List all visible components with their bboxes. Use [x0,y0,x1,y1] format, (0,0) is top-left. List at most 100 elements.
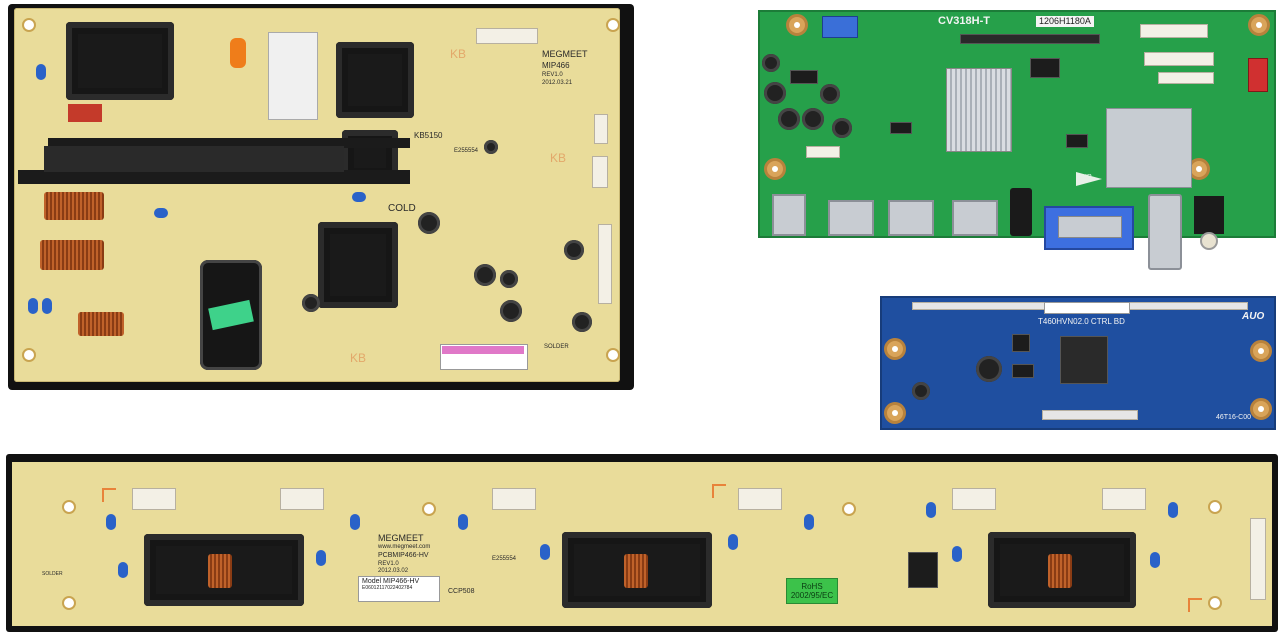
tcon-chip-2 [1012,364,1034,378]
main-hole-3 [764,158,786,180]
capacitor-6 [572,312,592,332]
power-cert-text: E255554 [454,148,479,154]
header-4 [806,146,840,158]
power-supply-board: MEGMEET MIP466 REV1.0 2012.03.21 KB5150 … [8,4,634,390]
inverter-connector-4 [738,488,782,510]
power-kb-code-text: KB5150 [414,131,443,140]
main-cap-1 [764,82,786,104]
power-cold-text: COLD [388,203,416,214]
main-hole-1 [786,14,808,36]
capacitor-2 [474,264,496,286]
inverter-blue-cap-7 [728,534,738,550]
mount-hole-4 [606,348,620,362]
kb-mark-2: KB [550,151,567,165]
main-serial-label: 1206H1180A [1036,16,1094,27]
inverter-ccp-text: CCP508 [448,588,475,595]
capacitor-3 [500,270,518,288]
tuner-shield [1106,108,1192,188]
inverter-blue-cap-6 [540,544,550,560]
transformer-4 [318,222,398,308]
dip-arrow-icon [1076,172,1102,186]
inverter-connector-5 [952,488,996,510]
inverter-blue-cap-11 [1150,552,1160,568]
connector-top [476,28,538,44]
mount-hole-2 [22,348,36,362]
inverter-hole-2 [62,596,76,610]
header-2 [1144,52,1214,66]
inverter-blue-cap-8 [804,514,814,530]
inverter-blue-cap-9 [926,502,936,518]
red-connector [1248,58,1268,92]
main-hole-2 [1248,14,1270,36]
inverter-blue-cap-2 [118,562,128,578]
inverter-hole-6 [1208,596,1222,610]
inverter-input-connector [1250,518,1266,600]
header-1 [1140,24,1208,38]
transformer-2 [336,42,414,118]
inverter-coil-2 [624,554,648,588]
power-brand-text: MEGMEET [542,49,588,59]
capacitor-8 [484,140,498,154]
tcon-hole-4 [1250,398,1272,420]
blue-capacitor-1 [36,64,46,80]
barcode-sticker-band [442,346,524,354]
capacitor-1 [418,212,440,234]
connector-right-3 [598,224,612,304]
main-model-text: CV318H-T [938,15,990,27]
tcon-hole-2 [884,402,906,424]
blue-capacitor-2 [28,298,38,314]
main-cap-3 [802,108,824,130]
inverter-hole-5 [1208,500,1222,514]
heatsink-bar-1 [48,138,410,148]
power-solder-text: SOLDER [544,344,569,350]
inverter-model-text: PCBMIP466-HV [378,552,429,559]
power-model-text: MIP466 [542,61,570,70]
inverter-sticker-model: Model MIP466-HV [362,578,420,585]
tcon-code-text: 46T16-C00 [1216,414,1252,421]
corner-mark-1 [712,484,726,498]
inverter-rev-text: REV1.0 [378,561,399,567]
connector-right-1 [594,114,608,144]
red-resistor [68,104,102,122]
tcon-inductor [976,356,1002,382]
inverter-board: MEGMEET www.megmeet.com PCBMIP466-HV REV… [6,454,1278,632]
audio-jack [1010,188,1032,236]
inverter-date-text: 2012.03.02 [378,568,409,574]
heatsink-plate [44,146,344,172]
main-av-board: CV318H-T 1206H1180A DIP [758,10,1276,274]
inverter-blue-cap-10 [952,546,962,562]
tcon-label-sticker [1044,302,1130,314]
tcon-hole-3 [1250,340,1272,362]
inverter-coil-1 [208,554,232,588]
inverter-model-sticker: Model MIP466-HV E06012117022402784 [358,576,440,602]
inverter-rohs-sticker: RoHS 2002/95/EC [786,578,838,604]
power-date-text: 2012.03.21 [542,80,573,86]
main-hole-4 [1188,158,1210,180]
inverter-hole-1 [62,500,76,514]
main-chip-2 [890,122,912,134]
vga-port-shell [1058,216,1122,238]
capacitor-7 [302,294,320,312]
main-cap-6 [762,54,780,72]
kb-mark-1: KB [450,47,467,61]
inverter-hole-4 [842,502,856,516]
inverter-hole-3 [422,502,436,516]
inverter-connector-6 [1102,488,1146,510]
tcon-hole-1 [884,338,906,360]
inverter-brand-text: MEGMEET [378,533,424,543]
coil-1 [44,192,104,220]
header-3 [1158,72,1214,84]
orange-capacitor [230,38,246,68]
rca-jack [1200,232,1218,250]
coil-3 [78,312,124,336]
kb-mark-3: KB [350,351,367,365]
tcon-lvds-connector [1042,410,1138,420]
tcon-main-ic [1060,336,1108,384]
tcon-fpc-left [912,302,1046,310]
inverter-cert-text: E255554 [492,556,517,562]
usb-port [772,194,806,236]
tcon-brand-logo: AUO [1242,311,1265,322]
main-chip-4 [1066,134,1088,148]
inverter-blue-cap-1 [106,514,116,530]
